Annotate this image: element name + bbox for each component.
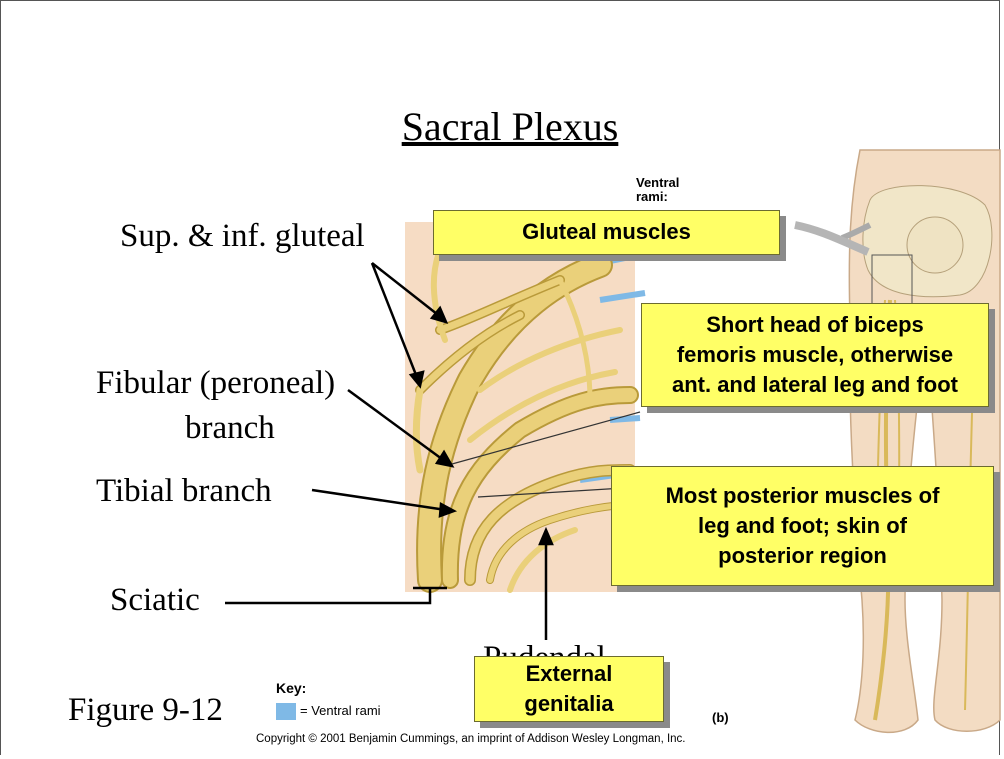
posterior-body-figure [842,150,1000,732]
label-fibular: Fibular (peroneal) [96,365,335,402]
callout-posterior-line: leg and foot; skin of [612,511,993,541]
callout-gluteal-muscles: Gluteal muscles [433,210,780,255]
callout-short-head: Short head of biceps femoris muscle, oth… [641,303,989,407]
callout-short-head-line: ant. and lateral leg and foot [642,370,988,400]
figure-number: Figure 9-12 [68,692,223,729]
label-fibular-branch: branch [185,410,275,447]
label-sciatic: Sciatic [110,582,200,619]
ventral-rami-header-line: rami: [636,190,679,204]
callout-short-head-line: femoris muscle, otherwise [642,340,988,370]
ventral-rami-header: Ventral rami: [636,176,679,204]
label-gluteal: Sup. & inf. gluteal [120,218,365,255]
callout-posterior-line: posterior region [612,541,993,571]
label-tibial: Tibial branch [96,473,272,510]
callout-genitalia: External genitalia [474,656,664,722]
key-swatch [276,703,296,720]
key-title: Key: [276,680,306,696]
panel-letter: (b) [712,710,729,725]
callout-short-head-line: Short head of biceps [642,310,988,340]
copyright-notice: Copyright © 2001 Benjamin Cummings, an i… [256,733,686,745]
callout-genitalia-line: External [475,659,663,689]
callout-posterior: Most posterior muscles of leg and foot; … [611,466,994,586]
key-entry: = Ventral rami [300,703,381,718]
callout-genitalia-line: genitalia [475,689,663,719]
callout-gluteal-text: Gluteal muscles [522,219,691,244]
ventral-rami-header-line: Ventral [636,176,679,190]
callout-posterior-line: Most posterior muscles of [612,481,993,511]
slide-title: Sacral Plexus [330,103,690,150]
